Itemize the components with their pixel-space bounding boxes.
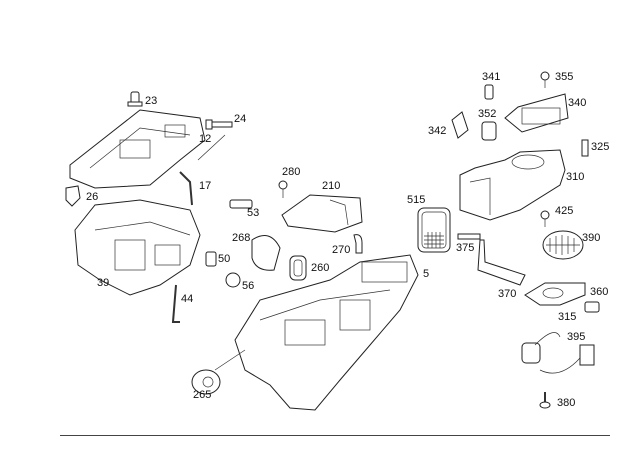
part-352-actuator[interactable]: [481, 121, 497, 141]
part-label-17[interactable]: 17: [199, 180, 212, 192]
part-label-355[interactable]: 355: [555, 71, 574, 83]
part-label-265[interactable]: 265: [193, 389, 212, 401]
part-315-resistor[interactable]: [584, 301, 600, 313]
part-39-housing[interactable]: [74, 199, 201, 296]
part-380-screw[interactable]: [539, 392, 551, 409]
part-label-310[interactable]: 310: [566, 171, 585, 183]
part-label-26[interactable]: 26: [86, 191, 99, 203]
part-44-rod[interactable]: [171, 284, 180, 323]
part-label-340[interactable]: 340: [568, 97, 587, 109]
part-56-sensor[interactable]: [225, 272, 241, 288]
part-label-23[interactable]: 23: [145, 95, 158, 107]
part-label-50[interactable]: 50: [218, 253, 231, 265]
part-355-screw[interactable]: [540, 71, 550, 88]
part-360-fan-cover[interactable]: [524, 282, 586, 306]
part-label-341[interactable]: 341: [482, 71, 501, 83]
part-26-clip[interactable]: [65, 185, 81, 207]
part-label-44[interactable]: 44: [181, 293, 194, 305]
part-310-blower-housing[interactable]: [459, 149, 566, 221]
part-label-380[interactable]: 380: [557, 397, 576, 409]
part-260-seal[interactable]: [289, 255, 307, 281]
part-label-53[interactable]: 53: [247, 207, 260, 219]
part-370-tray[interactable]: [477, 239, 526, 286]
part-label-515[interactable]: 515: [407, 194, 426, 206]
part-12-cover[interactable]: [69, 109, 226, 189]
part-label-375[interactable]: 375: [456, 242, 475, 254]
part-375-bracket[interactable]: [457, 233, 481, 240]
part-label-425[interactable]: 425: [555, 205, 574, 217]
part-label-12[interactable]: 12: [199, 133, 212, 145]
part-50-connector[interactable]: [205, 251, 217, 267]
divider-line: [60, 435, 610, 436]
part-label-24[interactable]: 24: [234, 113, 247, 125]
part-label-260[interactable]: 260: [311, 262, 330, 274]
part-270-clip[interactable]: [353, 234, 363, 254]
part-23-clip[interactable]: [127, 91, 143, 107]
part-label-5[interactable]: 5: [423, 268, 430, 280]
part-label-342[interactable]: 342: [428, 125, 447, 137]
part-label-210[interactable]: 210: [322, 180, 341, 192]
part-280-screw[interactable]: [278, 180, 288, 198]
part-label-360[interactable]: 360: [590, 286, 609, 298]
part-label-395[interactable]: 395: [567, 331, 586, 343]
part-265-foam[interactable]: [191, 369, 221, 395]
part-label-268[interactable]: 268: [232, 232, 251, 244]
part-340-frame[interactable]: [504, 93, 569, 133]
part-515-filter[interactable]: [417, 207, 451, 253]
part-341-clip[interactable]: [484, 84, 494, 100]
part-325-clip[interactable]: [581, 139, 589, 157]
part-24-bolt[interactable]: [205, 119, 233, 130]
part-395-wiring-harness[interactable]: [521, 332, 595, 374]
part-label-352[interactable]: 352: [478, 108, 497, 120]
part-5-main-housing[interactable]: [214, 254, 419, 411]
part-label-280[interactable]: 280: [282, 166, 301, 178]
part-label-325[interactable]: 325: [591, 141, 610, 153]
part-label-315[interactable]: 315: [558, 311, 577, 323]
part-label-270[interactable]: 270: [332, 244, 351, 256]
part-342-bracket[interactable]: [451, 111, 469, 139]
part-53-sensor[interactable]: [229, 199, 253, 209]
part-268-flap[interactable]: [251, 235, 281, 271]
part-210-duct[interactable]: [281, 194, 363, 233]
part-label-39[interactable]: 39: [97, 277, 110, 289]
part-label-370[interactable]: 370: [498, 288, 517, 300]
part-390-blower-motor[interactable]: [542, 230, 584, 260]
part-425-screw[interactable]: [540, 210, 550, 227]
part-17-rod[interactable]: [179, 171, 193, 206]
part-label-390[interactable]: 390: [582, 232, 601, 244]
part-label-56[interactable]: 56: [242, 280, 255, 292]
